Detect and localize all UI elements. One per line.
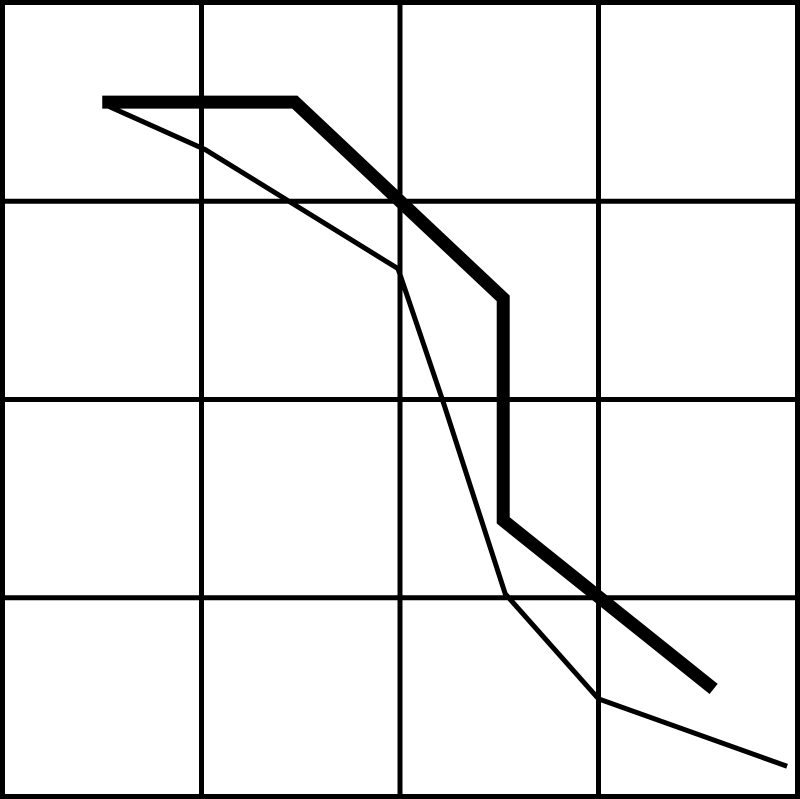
grid <box>3 3 797 796</box>
series-line-1-thick <box>102 95 718 695</box>
series-line-2-thin <box>107 103 788 769</box>
series-group <box>102 95 788 769</box>
